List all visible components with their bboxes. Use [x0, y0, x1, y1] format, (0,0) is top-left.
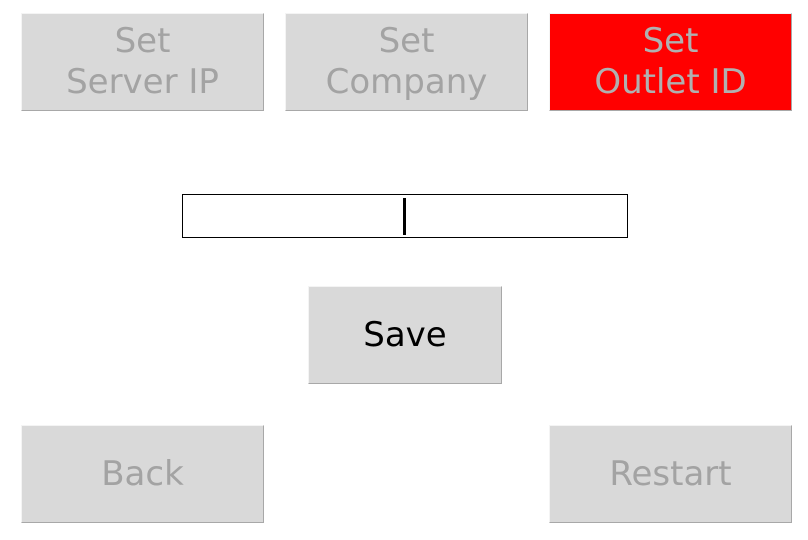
set-company-button[interactable]: Set Company	[285, 13, 528, 111]
set-server-ip-label-line1: Set	[114, 21, 171, 61]
save-button[interactable]: Save	[308, 286, 502, 384]
set-company-label-line2: Company	[325, 62, 488, 102]
set-company-label-line1: Set	[378, 21, 435, 61]
save-button-label: Save	[363, 314, 447, 355]
restart-button-label: Restart	[609, 453, 732, 494]
set-outlet-id-button[interactable]: Set Outlet ID	[549, 13, 792, 111]
set-outlet-id-label-line1: Set	[642, 21, 699, 61]
set-server-ip-button[interactable]: Set Server IP	[21, 13, 264, 111]
back-button[interactable]: Back	[21, 425, 264, 523]
restart-button[interactable]: Restart	[549, 425, 792, 523]
text-cursor	[403, 198, 406, 235]
set-server-ip-label-line2: Server IP	[66, 62, 219, 102]
back-button-label: Back	[101, 453, 184, 494]
set-outlet-id-label-line2: Outlet ID	[594, 62, 747, 102]
